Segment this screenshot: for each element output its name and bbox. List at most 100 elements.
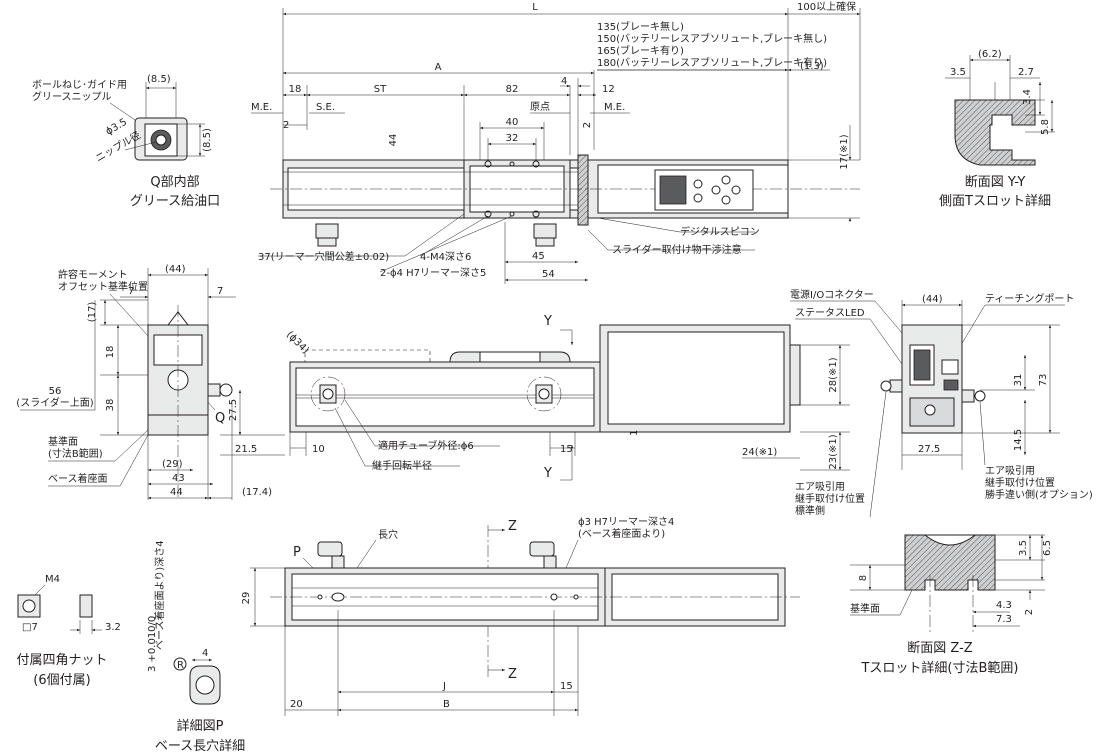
note-135: 135(ブレーキ無し): [597, 20, 684, 33]
dim-44-bottom: 44: [170, 487, 183, 498]
dim-17-left: (17): [87, 302, 98, 323]
ref-range-left: (寸法B範囲): [48, 447, 103, 460]
digital-speecon-panel: [654, 169, 754, 211]
air-std-3: 標準側: [795, 504, 825, 517]
note-37-reamer: 37(リーマー穴間公差±0.02): [258, 250, 389, 263]
dim-56: 56: [49, 386, 62, 397]
yy-title2: 側面Tスロット詳細: [939, 193, 1051, 209]
dim-29-bottom: 29: [241, 592, 252, 605]
dim-54: 54: [542, 269, 555, 280]
dim-5-8: 5.8: [1040, 119, 1051, 135]
dim-40: 40: [506, 117, 519, 128]
dim-23-note: 23(※1): [828, 434, 839, 469]
air-opt-3: 勝手違い側(オプション): [985, 488, 1093, 501]
power-io-label: 電源I/Oコネクター: [790, 288, 874, 301]
digital-speecon-label: デジタルスピコン: [680, 225, 760, 238]
dim-18: 18: [289, 84, 302, 95]
dim-21-5: 21.5: [235, 444, 257, 455]
dim-38-left: 38: [105, 399, 116, 412]
dim-2-7: 2.7: [1018, 67, 1034, 78]
dim-7-right: 7: [217, 286, 223, 297]
detail-p-depth: ベース着座面より)深さ4: [153, 540, 166, 650]
dim-18-left: 18: [105, 346, 116, 359]
dim-8-5-top: (8.5): [147, 74, 171, 85]
phi-3-5: ϕ3.5: [104, 117, 129, 138]
zz-dim-2: 2: [1024, 609, 1035, 615]
dim-4: 4: [561, 76, 567, 87]
yy-title1: 断面図 Y-Y: [965, 175, 1026, 190]
me-left: M.E.: [251, 102, 272, 113]
tube-od: 適用チューブ外径:ϕ6: [378, 439, 474, 452]
ref-plane-left: 基準面: [48, 435, 78, 448]
zz-dim-3-5: 3.5: [1018, 540, 1029, 556]
ball-screw-label: ボールねじ･ガイド用: [32, 79, 127, 91]
note-180: 180(バッテリーレスアブソリュート,ブレーキ有り): [597, 56, 827, 69]
dim-A: A: [435, 62, 442, 73]
dim-3-4: 3.4: [1022, 89, 1033, 105]
y-bottom: Y: [543, 466, 552, 481]
square-nut: M4 □7 3.2 付属四角ナット (6個付属): [16, 574, 120, 688]
dim-82: 82: [506, 84, 519, 95]
phi3-note1: ϕ3 H7リーマー深さ4: [578, 516, 674, 528]
dim-17-note: 17(※1): [839, 134, 850, 169]
z-bottom: Z: [508, 667, 517, 682]
me-right: M.E.: [604, 102, 625, 113]
zz-title1: 断面図 Z-Z: [907, 641, 973, 656]
dim-20: 20: [290, 699, 303, 710]
dim-3-5: 3.5: [950, 67, 966, 78]
dim-phi34: (ϕ34): [284, 329, 311, 356]
se-label: S.E.: [316, 102, 335, 113]
nut-title2: (6個付属): [33, 673, 90, 688]
status-led-label: ステータスLED: [795, 307, 865, 319]
detail-p-title1: 詳細図P: [177, 718, 224, 734]
nut-sq7: □7: [22, 622, 38, 633]
dim-44-top: (44): [165, 264, 186, 275]
zz-section: 3.5 6.5 2 8 4.3 7.3 基準面 断面図 Z-Z Tスロット詳細(…: [850, 534, 1053, 676]
top-view: L 100以上確保 135(ブレーキ無し) 150(バッテリーレスアブソリュート…: [251, 0, 861, 284]
zz-dim-7-3: 7.3: [996, 614, 1012, 625]
air-fittings-top-view: [315, 223, 557, 247]
zz-dim-8: 8: [858, 575, 869, 581]
dim-27-5-right: 27.5: [918, 444, 940, 455]
zz-ref-plane: 基準面: [850, 602, 880, 615]
dim-10: 10: [312, 444, 325, 455]
dim-2-left: 2: [283, 120, 289, 131]
q-detail-title1: Q部内部: [150, 174, 199, 190]
dim-15-side: 15: [560, 444, 573, 455]
air-std-1: エア吸引用: [795, 481, 845, 493]
grease-nipple-label: グリースニップル: [32, 90, 112, 103]
dim-28-note: 28(※1): [828, 357, 839, 392]
dim-17-4: (17.4): [242, 487, 272, 498]
zz-dim-6-5: 6.5: [1042, 540, 1053, 556]
note-150: 150(バッテリーレスアブソリュート,ブレーキ無し): [597, 32, 827, 45]
p-label: P: [293, 545, 301, 560]
long-hole-label: 長穴: [378, 528, 398, 541]
base-mount-left: ベース着座面: [48, 472, 108, 485]
yy-section: (6.2) 3.5 2.7 3.4 5.8 断面図 Y-Y 側面Tスロット詳細: [939, 49, 1055, 209]
detail-p: 3 +0.010/0 ベース着座面より)深さ4 4 R 詳細図P ベース長穴詳細: [147, 540, 245, 754]
dim-6-2: (6.2): [978, 49, 1002, 60]
detail-p-title2: ベース長穴詳細: [155, 738, 245, 754]
dim-24-note: 24(※1): [742, 447, 777, 458]
dim-100-clearance: 100以上確保: [797, 0, 856, 13]
dim-1-side: 1: [629, 430, 640, 436]
dim-8-5-side: (8.5): [202, 128, 213, 152]
teaching-port-label: ティーチングポート: [985, 292, 1074, 305]
phi3-note2: (ベース着座面より): [578, 527, 665, 540]
nut-dim-3-2: 3.2: [105, 622, 121, 633]
dim-27-5-left: 27.5: [228, 399, 239, 421]
offset-label: オフセット基準位置: [58, 280, 148, 293]
dim-L: L: [532, 2, 538, 13]
q-callout: Q: [215, 411, 225, 426]
dim-12: 12: [602, 84, 615, 95]
nut-title1: 付属四角ナット: [16, 653, 107, 668]
nut-m4: M4: [45, 574, 60, 585]
dim-14-5: 14.5: [1013, 429, 1024, 451]
slider-holes: [484, 160, 540, 218]
air-opt-2: 継手取付け位置: [985, 476, 1055, 489]
end-view-right: 電源I/Oコネクター ステータスLED (44) ティーチングポート 73 31…: [790, 288, 1093, 518]
dim-ST: ST: [374, 84, 387, 95]
end-view-left: 許容モーメント オフセット基準位置 (44) 7 7 (17) 18 38 56…: [16, 264, 285, 500]
dim-2-right: 2: [582, 122, 593, 128]
